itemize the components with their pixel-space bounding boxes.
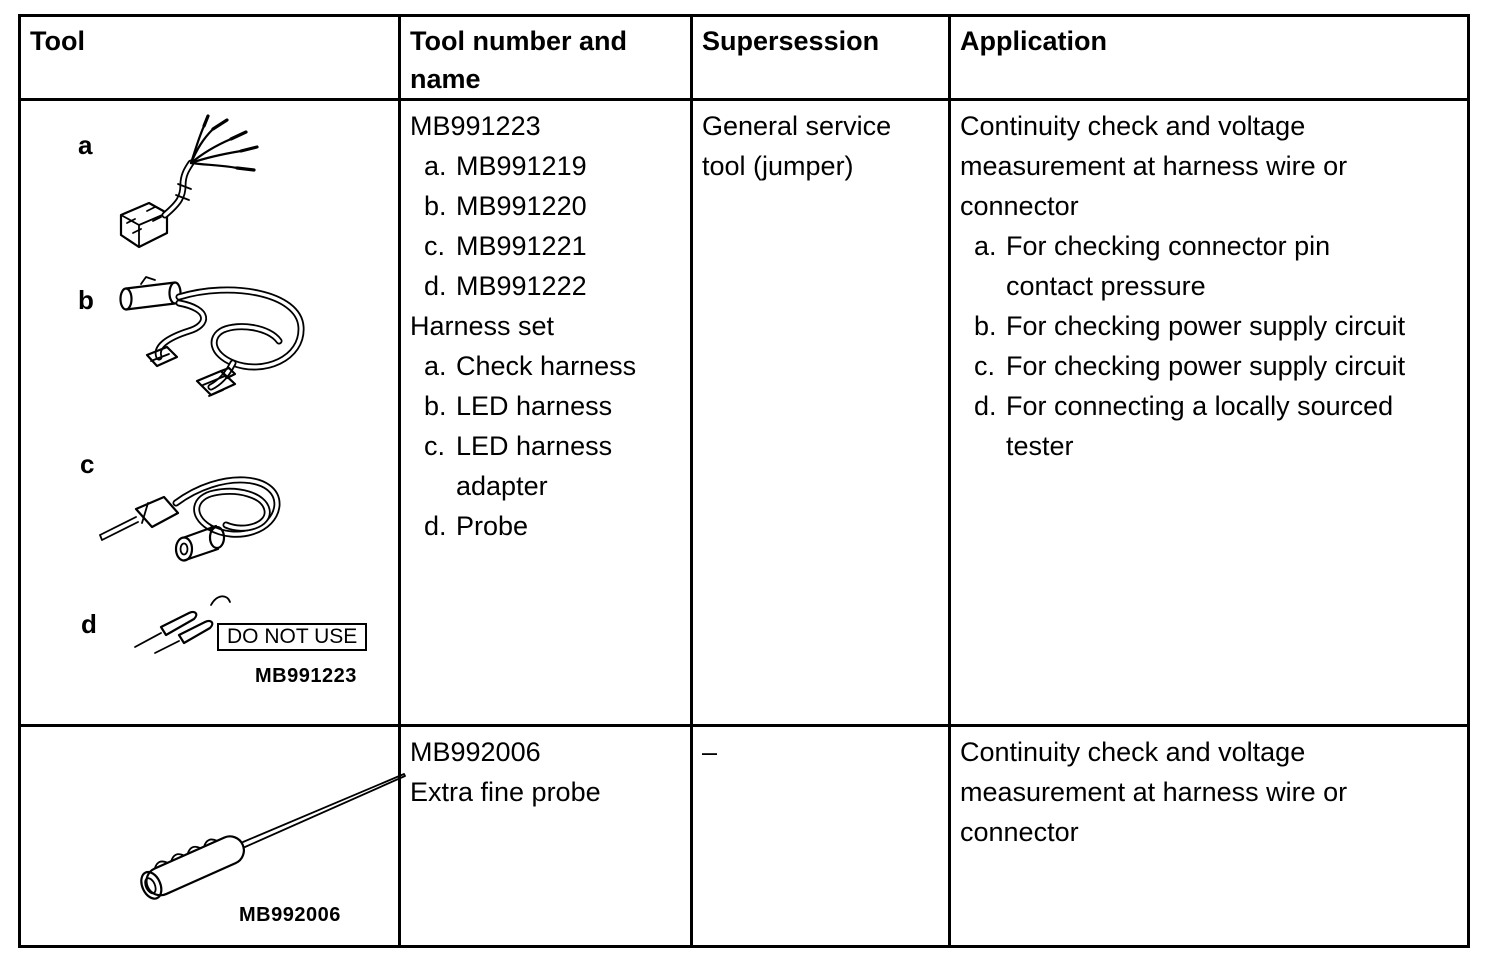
part-label-d: d bbox=[81, 609, 97, 639]
tool-number-line: c.LED harness adapter bbox=[424, 431, 613, 501]
extra-fine-probe-illustration bbox=[140, 773, 406, 900]
special-tools-table: Tool Tool number and name Supersession A… bbox=[18, 14, 1470, 948]
supersession-cell: – bbox=[690, 724, 951, 948]
led-harness-illustration bbox=[119, 276, 305, 397]
page: Tool Tool number and name Supersession A… bbox=[18, 14, 1470, 948]
tool-illustration-cell: a bbox=[18, 98, 401, 727]
header-row: Tool Tool number and name Supersession A… bbox=[18, 14, 1470, 101]
col-header-tool: Tool bbox=[18, 14, 401, 101]
application-item: a.For checking connector pin contact pre… bbox=[974, 231, 1331, 301]
application-cell: Continuity check and voltage measurement… bbox=[948, 724, 1470, 948]
tool-number-line: Harness set bbox=[410, 311, 555, 341]
tool-number-line: a.Check harness bbox=[424, 351, 637, 381]
led-harness-adapter-illustration bbox=[99, 476, 281, 562]
check-harness-illustration bbox=[119, 114, 259, 249]
probe-illustration bbox=[134, 595, 231, 654]
application-item: b.For checking power supply circuit bbox=[974, 311, 1406, 341]
part-label-a: a bbox=[78, 130, 93, 160]
supersession-text: General service tool (jumper) bbox=[702, 111, 892, 181]
part-label-c: c bbox=[80, 449, 95, 479]
application-item: c.For checking power supply circuit bbox=[974, 351, 1406, 381]
table-row-mb992006: MB992006 MB992006 Extra fine probe – Con… bbox=[18, 724, 1470, 948]
tool-number-line: a.MB991219 bbox=[424, 151, 587, 181]
supersession-cell: General service tool (jumper) bbox=[690, 98, 951, 727]
tool-art-mb991223: a bbox=[21, 101, 398, 724]
application-intro: Continuity check and voltage measurement… bbox=[960, 111, 1348, 221]
col-header-application: Application bbox=[948, 14, 1470, 101]
tool-art-mb992006: MB992006 bbox=[21, 727, 406, 945]
tool-number-line: c.MB991221 bbox=[424, 231, 587, 261]
col-header-tool-number: Tool number and name bbox=[398, 14, 693, 101]
tool-number-line: b.MB991220 bbox=[424, 191, 587, 221]
tool-illustration-cell: MB992006 bbox=[18, 724, 406, 948]
application-cell: Continuity check and voltage measurement… bbox=[948, 98, 1470, 727]
do-not-use-box: DO NOT USE bbox=[217, 623, 368, 651]
application-item: d.For connecting a locally sourced teste… bbox=[974, 391, 1394, 461]
tool-caption-mb991223: MB991223 bbox=[255, 665, 357, 687]
part-label-b: b bbox=[78, 285, 94, 315]
tool-caption-mb992006: MB992006 bbox=[239, 904, 341, 926]
tool-number-cell: MB992006 Extra fine probe bbox=[398, 724, 693, 948]
tool-number-line: MB992006 bbox=[410, 737, 541, 767]
tool-number-line: d.Probe bbox=[424, 511, 529, 541]
tool-number-line: MB991223 bbox=[410, 111, 541, 141]
application-intro: Continuity check and voltage measurement… bbox=[960, 737, 1348, 847]
tool-number-line: d.MB991222 bbox=[424, 271, 587, 301]
col-header-supersession: Supersession bbox=[690, 14, 951, 101]
tool-number-line: b.LED harness bbox=[424, 391, 613, 421]
tool-number-cell: MB991223 a.MB991219 b.MB991220 c.MB99122… bbox=[398, 98, 693, 727]
table-row-mb991223: a bbox=[18, 98, 1470, 727]
tool-number-line: Extra fine probe bbox=[410, 777, 601, 807]
supersession-text: – bbox=[702, 737, 718, 767]
